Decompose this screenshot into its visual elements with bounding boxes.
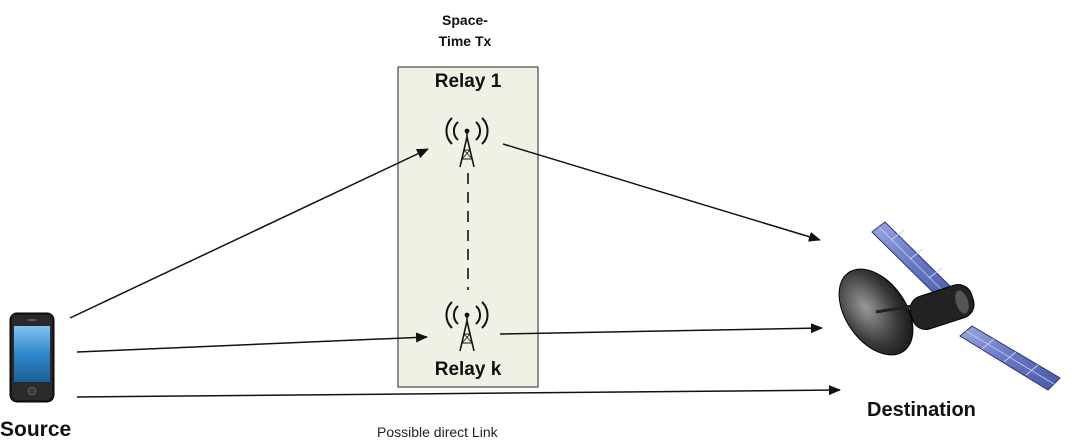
link-relay-k-to-destination (499, 323, 823, 335)
relay-k-radio-tower-icon (445, 301, 489, 352)
relay-k-label: Relay k (434, 359, 502, 380)
space-time-tx-line-2: Time Tx (438, 33, 492, 49)
destination-label: Destination (867, 399, 976, 421)
link-direct-source-to-destination (76, 385, 841, 398)
relay-1-radio-tower-icon (445, 117, 489, 168)
source-label: Source (0, 418, 72, 441)
source-smartphone-icon (9, 312, 55, 403)
link-source-to-relay-1 (69, 148, 429, 319)
link-relay-1-to-destination (502, 143, 821, 242)
link-source-to-relay-k (76, 332, 428, 353)
space-time-tx-label: Space- Time Tx (395, 10, 535, 52)
relay-1-label: Relay 1 (434, 71, 502, 92)
direct-link-label: Possible direct Link (377, 424, 498, 440)
space-time-tx-line-1: Space- (442, 12, 488, 28)
destination-satellite-icon (838, 221, 1061, 391)
